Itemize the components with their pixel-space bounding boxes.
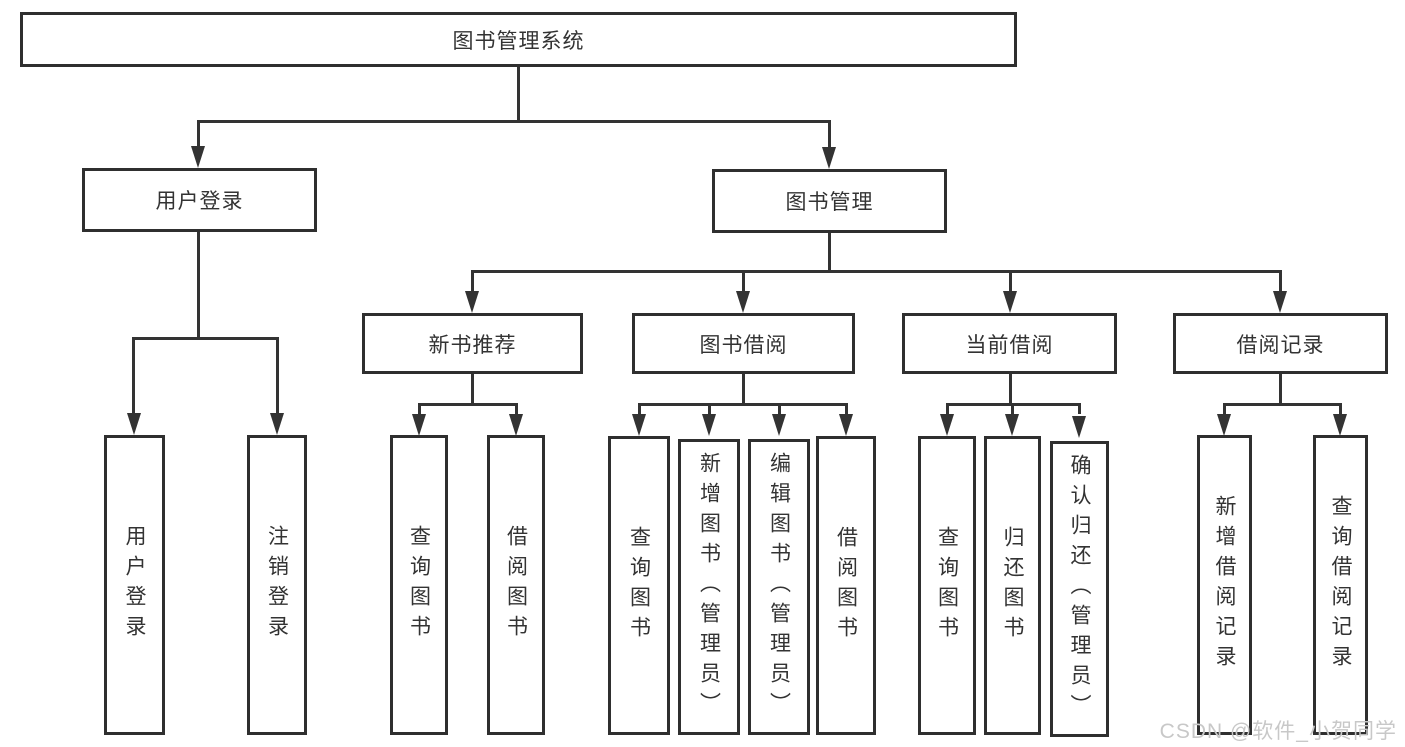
leaf-current-confirm-return-admin: 确认归还（管理员）	[1050, 441, 1109, 737]
node-book-management: 图书管理	[712, 169, 947, 233]
arrow-to-d1	[940, 414, 954, 436]
leaf-record-query-record: 查询借阅记录	[1313, 435, 1368, 735]
node-new-book-recommend-label: 新书推荐	[428, 333, 517, 357]
connector-root-stem	[517, 67, 520, 121]
node-book-borrow-label: 图书借阅	[699, 333, 788, 357]
arrow-to-b1	[412, 414, 426, 436]
arrow-to-e2	[1333, 414, 1347, 436]
arrow-to-c3	[772, 414, 786, 436]
leaf-current-query-books-label: 查询图书	[935, 525, 959, 646]
node-current-borrow-label: 当前借阅	[965, 333, 1054, 357]
connector-stem-d2	[1011, 403, 1014, 414]
arrow-to-d3	[1072, 416, 1086, 438]
arrow-to-current	[1003, 291, 1017, 313]
arrow-to-d2	[1005, 414, 1019, 436]
leaf-recommend-query-books-label: 查询图书	[407, 525, 431, 645]
connector-stem-leaf-login	[132, 337, 135, 414]
arrow-to-c4	[839, 414, 853, 436]
connector-stem-leaf-logout	[276, 337, 279, 414]
connector-stem-book-mgmt	[828, 120, 831, 147]
node-book-management-label: 图书管理	[785, 191, 874, 214]
arrow-to-leaf-logout	[270, 413, 284, 435]
arrow-to-b2	[509, 414, 523, 436]
connector-stem-d3	[1078, 403, 1081, 414]
leaf-borrow-add-books-admin-label: 新增图书（管理员）	[697, 452, 721, 722]
connector-bookmgmt-stem	[828, 233, 831, 273]
node-user-login: 用户登录	[82, 168, 317, 232]
leaf-record-add-record: 新增借阅记录	[1197, 435, 1252, 735]
leaf-recommend-query-books: 查询图书	[390, 435, 448, 735]
leaf-logout: 注销登录	[247, 435, 307, 735]
leaf-borrow-add-books-admin: 新增图书（管理员）	[678, 439, 740, 735]
node-borrow-record: 借阅记录	[1173, 313, 1388, 374]
leaf-borrow-edit-books-admin-label: 编辑图书（管理员）	[767, 452, 791, 722]
arrow-to-c2	[702, 414, 716, 436]
connector-borrow-rail	[638, 403, 847, 406]
connector-recommend-rail	[418, 403, 518, 406]
node-root-label: 图书管理系统	[452, 29, 585, 53]
connector-stem-b2	[515, 403, 518, 414]
leaf-current-query-books: 查询图书	[918, 436, 976, 735]
connector-root-rail	[197, 120, 831, 123]
leaf-current-confirm-return-admin-label: 确认归还（管理员）	[1068, 454, 1091, 724]
connector-userlogin-rail	[132, 337, 279, 340]
connector-stem-c1	[638, 403, 641, 414]
connector-stem-c3	[778, 403, 781, 414]
arrow-to-book-mgmt	[822, 147, 836, 169]
arrow-to-leaf-login	[127, 413, 141, 435]
arrow-to-borrow	[736, 291, 750, 313]
connector-bookmgmt-rail	[471, 270, 1281, 273]
leaf-borrow-borrow-books: 借阅图书	[816, 436, 876, 735]
leaf-user-login-label: 用户登录	[123, 525, 146, 645]
leaf-logout-label: 注销登录	[265, 525, 289, 645]
connector-stem-c2	[708, 403, 711, 414]
connector-userlogin-stem	[197, 232, 200, 340]
leaf-recommend-borrow-books: 借阅图书	[487, 435, 545, 735]
connector-stem-c4	[845, 403, 848, 414]
node-user-login-label: 用户登录	[155, 190, 244, 213]
leaf-borrow-edit-books-admin: 编辑图书（管理员）	[748, 439, 810, 735]
node-borrow-record-label: 借阅记录	[1236, 333, 1325, 357]
arrow-to-user-login	[191, 146, 205, 168]
connector-stem-recommend	[471, 270, 474, 292]
arrow-to-e1	[1217, 414, 1231, 436]
connector-stem-current	[1009, 270, 1012, 292]
connector-stem-borrow	[742, 270, 745, 292]
connector-stem-b1	[418, 403, 421, 414]
node-current-borrow: 当前借阅	[902, 313, 1117, 374]
connector-record-stem	[1279, 374, 1282, 406]
csdn-watermark: CSDN @软件_小贺同学	[1159, 720, 1397, 743]
node-book-borrow: 图书借阅	[632, 313, 855, 374]
leaf-borrow-query-books: 查询图书	[608, 436, 670, 735]
arrow-to-c1	[632, 414, 646, 436]
connector-stem-user-login	[197, 120, 200, 147]
connector-borrow-stem	[742, 374, 745, 406]
leaf-borrow-borrow-books-label: 借阅图书	[834, 525, 858, 646]
node-root: 图书管理系统	[20, 12, 1017, 67]
leaf-borrow-query-books-label: 查询图书	[627, 525, 651, 646]
node-new-book-recommend: 新书推荐	[362, 313, 583, 374]
connector-stem-e1	[1223, 403, 1226, 414]
arrow-to-record	[1273, 291, 1287, 313]
leaf-record-add-record-label: 新增借阅记录	[1213, 495, 1236, 675]
connector-recommend-stem	[471, 374, 474, 406]
arrow-to-recommend	[465, 291, 479, 313]
connector-record-rail	[1223, 403, 1341, 406]
leaf-user-login: 用户登录	[104, 435, 165, 735]
leaf-record-query-record-label: 查询借阅记录	[1329, 495, 1352, 675]
connector-stem-e2	[1339, 403, 1342, 414]
leaf-current-return-books-label: 归还图书	[1001, 525, 1024, 646]
leaf-current-return-books: 归还图书	[984, 436, 1041, 735]
connector-stem-record	[1279, 270, 1282, 292]
leaf-recommend-borrow-books-label: 借阅图书	[504, 525, 528, 645]
connector-current-stem	[1009, 374, 1012, 406]
connector-stem-d1	[946, 403, 949, 414]
